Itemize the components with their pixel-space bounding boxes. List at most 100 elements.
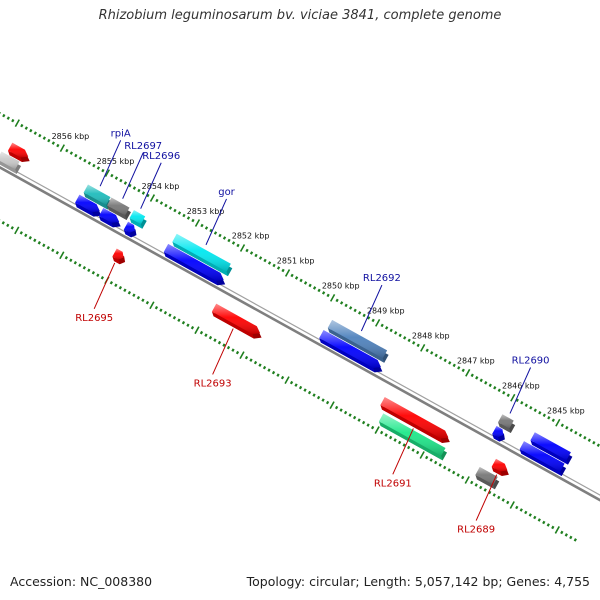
feature-RL2696-cds[interactable] — [123, 221, 137, 238]
ruler-minor-tick — [258, 256, 263, 260]
feature-side — [123, 229, 132, 238]
ruler-major-tick — [509, 501, 515, 509]
ruler-minor-tick — [371, 318, 375, 323]
feature-gor-cds[interactable] — [163, 243, 226, 286]
feature-highlight — [492, 425, 504, 438]
ruler-minor-tick — [348, 413, 352, 417]
ruler-minor-tick — [69, 258, 73, 263]
feature-highlight — [0, 151, 20, 170]
feature-RL2690[interactable] — [498, 414, 516, 433]
ruler-minor-tick — [578, 433, 582, 437]
feature-RL2691-rna[interactable] — [378, 413, 448, 461]
ruler-minor-tick — [231, 348, 235, 352]
feature-RL2695[interactable] — [112, 248, 126, 265]
gene-label[interactable]: RL2689 — [457, 525, 495, 536]
ruler-minor-tick — [411, 448, 415, 452]
ruler-minor-tick — [186, 323, 190, 327]
feature-side — [107, 205, 127, 220]
feature-side — [475, 474, 495, 490]
ruler-minor-tick — [474, 483, 478, 487]
feature-RL2691[interactable] — [380, 397, 450, 443]
gene-label-leader — [122, 152, 144, 199]
ruler-minor-tick — [533, 408, 537, 413]
ruler-minor-tick — [276, 373, 280, 377]
ruler-minor-tick — [177, 318, 181, 322]
ruler-minor-tick — [258, 363, 262, 367]
ruler-minor-tick — [547, 416, 551, 420]
ruler-major-tick — [510, 393, 516, 402]
ruler-minor-tick — [249, 358, 253, 362]
feature-left-gray[interactable] — [0, 151, 22, 174]
ruler-minor-tick — [398, 333, 402, 338]
feature-RL2692-cds[interactable] — [319, 330, 383, 373]
ruler-minor-tick — [267, 368, 271, 372]
ruler-minor-tick — [353, 308, 357, 313]
gene-label[interactable]: RL2691 — [374, 478, 412, 489]
gene-label[interactable]: RL2696 — [142, 151, 180, 162]
feature-RL2697[interactable] — [107, 197, 131, 220]
gene-label[interactable]: rpiA — [111, 128, 131, 139]
feature-RL2697-cds[interactable] — [98, 207, 121, 228]
ruler-minor-tick — [263, 258, 267, 263]
feature-right-1[interactable] — [530, 432, 573, 465]
ruler-major-tick — [194, 219, 201, 227]
ruler-minor-tick — [11, 118, 15, 123]
feature-gor[interactable] — [172, 233, 233, 277]
ruler-minor-tick — [497, 388, 501, 393]
ruler-minor-tick — [69, 151, 74, 155]
ruler-minor-tick — [208, 335, 213, 340]
ruler-minor-tick — [213, 338, 217, 342]
feature-side — [491, 466, 502, 477]
feature-RL2689-rna[interactable] — [475, 466, 500, 490]
ruler-minor-tick — [186, 216, 191, 220]
ruler-minor-tick — [123, 288, 127, 293]
ruler-minor-tick — [213, 231, 218, 235]
feature-RL2693[interactable] — [211, 303, 262, 339]
ruler-minor-tick — [520, 401, 524, 405]
ruler-minor-tick — [218, 233, 222, 238]
ruler-minor-tick — [24, 126, 28, 130]
ruler-minor-tick — [28, 236, 32, 240]
gene-label[interactable]: RL2695 — [75, 313, 113, 324]
ruler-minor-tick — [132, 186, 137, 190]
ruler-minor-tick — [388, 435, 393, 440]
gene-label[interactable]: RL2693 — [194, 378, 232, 389]
ruler-minor-tick — [434, 460, 438, 465]
ruler-minor-tick — [560, 423, 564, 428]
feature-RL2690-cds[interactable] — [492, 425, 505, 442]
ruler-minor-tick — [294, 276, 299, 280]
feature-highlight — [378, 413, 446, 456]
gene-label[interactable]: RL2690 — [512, 355, 550, 366]
feature-RL2696[interactable] — [129, 210, 147, 229]
feature-right-2[interactable] — [519, 441, 567, 477]
ruler-minor-tick — [281, 268, 285, 273]
ruler-minor-tick — [51, 248, 55, 253]
gene-label[interactable]: RL2692 — [363, 273, 401, 284]
ruler-minor-tick — [569, 428, 573, 433]
feature-RL2692[interactable] — [327, 319, 389, 363]
ruler-minor-tick — [430, 351, 434, 355]
gene-label[interactable]: RL2697 — [124, 141, 162, 152]
ruler-minor-tick — [357, 311, 362, 315]
ruler-minor-tick — [416, 343, 420, 348]
ruler-minor-tick — [119, 178, 123, 183]
ruler-minor-tick — [592, 440, 596, 445]
gene-label[interactable]: gor — [218, 187, 235, 198]
ruler-minor-tick — [87, 268, 91, 273]
feature-left-red[interactable] — [7, 142, 30, 163]
feature-highlight — [123, 221, 135, 233]
feature-rpiA[interactable] — [83, 184, 113, 210]
ruler-minor-tick — [141, 191, 146, 195]
ruler-minor-tick — [501, 498, 505, 502]
ruler-major-tick — [329, 401, 335, 409]
feature-highlight — [112, 248, 124, 260]
ruler-minor-tick — [46, 246, 50, 250]
ruler-minor-tick — [370, 425, 375, 430]
ruler-minor-tick — [470, 373, 474, 378]
ruler-minor-tick — [173, 208, 177, 213]
ruler-minor-tick — [64, 256, 68, 260]
feature-RL2689[interactable] — [491, 458, 509, 477]
ruler-track-inner — [0, 219, 577, 542]
ruler-minor-tick — [109, 281, 114, 285]
feature-rpiA-cds[interactable] — [75, 194, 102, 217]
